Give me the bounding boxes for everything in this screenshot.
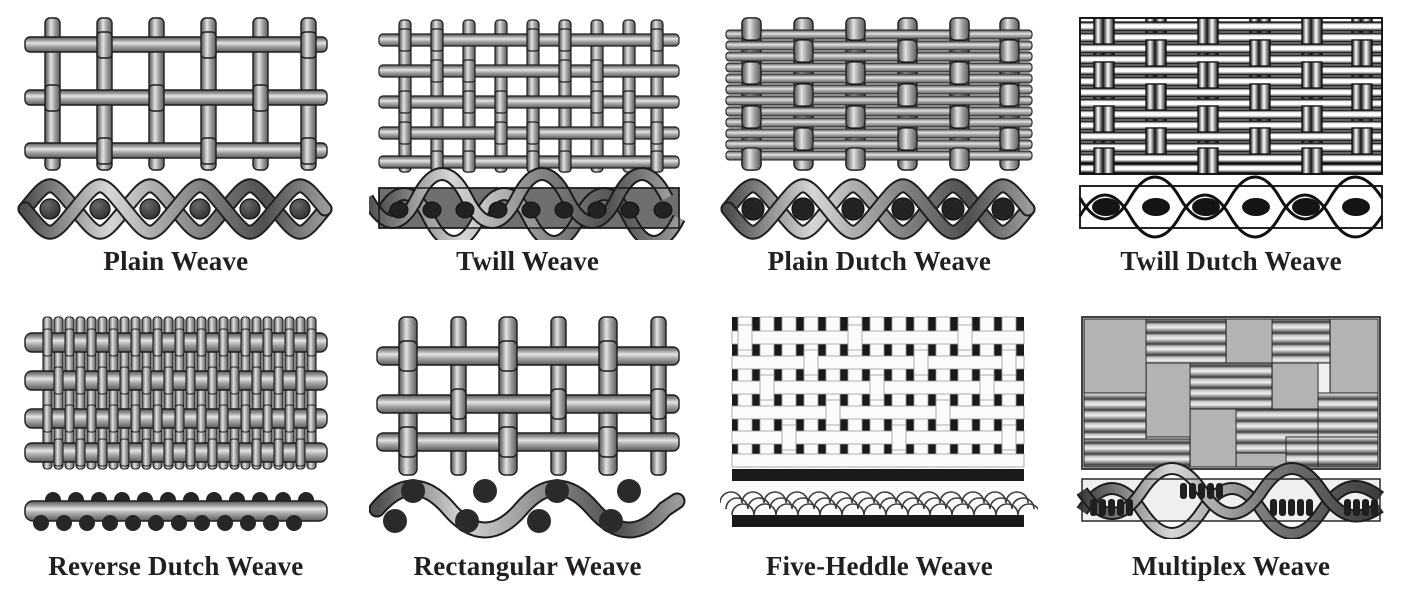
twill-weave-cross-section [368,167,685,240]
warp-wires-front [44,31,317,165]
weft-wires [1079,21,1383,174]
warp-wires-front [42,327,317,467]
warp-wires-front [737,324,1017,450]
rectangular-mesh [375,315,680,476]
reverse-dutch-weave-diagram [24,315,328,531]
panel-multiplex-weave: Multiplex Weave [1055,303,1407,605]
five-heddle-weave-diagram [720,316,1039,527]
panel-reverse-dutch-weave: Reverse Dutch Weave [0,303,352,605]
rectangular-cross-section [368,478,686,538]
multiplex-weave-diagram [1076,315,1385,539]
weft-wires [375,345,680,452]
weft-wires [731,330,1025,467]
five-heddle-mesh [731,316,1025,467]
basket-blocks [1083,318,1379,467]
plain-dutch-mesh [725,17,1033,171]
knuckles [382,478,641,533]
panel-twill-weave: Twill Weave [352,0,704,303]
plain-weave-cross-section [17,178,333,240]
multiplex-mesh [1081,315,1381,470]
knuckles [1092,198,1371,216]
panel-plain-dutch-weave: Plain Dutch Weave [704,0,1056,303]
strand-bundles [1090,482,1379,516]
reverse-dutch-mesh [24,315,328,470]
panel-label-rectangular-weave: Rectangular Weave [413,550,642,581]
panel-five-heddle-weave: Five-Heddle Weave [704,303,1056,605]
knuckles [741,197,1015,221]
panel-rectangular-weave: Rectangular Weave [352,303,704,605]
rectangular-weave-diagram [368,315,686,538]
plain-dutch-cross-section [720,178,1036,240]
panel-label-five-heddle-weave: Five-Heddle Weave [765,550,993,581]
plain-weave-mesh [24,17,328,171]
multiplex-cross-section [1076,461,1385,539]
warp-wires-front [741,17,1021,171]
twill-weave-mesh [378,19,680,173]
knuckles [389,201,673,219]
warp-wires-front [398,28,664,173]
panel-label-plain-weave: Plain Weave [103,246,249,276]
panel-label-twill-weave: Twill Weave [456,246,600,276]
panel-label-plain-dutch-weave: Plain Dutch Weave [767,246,992,276]
weft-wires [725,29,1033,161]
warp-wires-front [397,339,667,458]
panel-label-multiplex-weave: Multiplex Weave [1132,550,1331,581]
knuckles [39,198,311,220]
weft-wires [24,36,328,159]
plain-dutch-weave-diagram [720,17,1036,240]
twill-dutch-cross-section [1078,175,1384,239]
warp-wires-front [1093,17,1373,175]
twill-weave-diagram [368,19,685,240]
plain-weave-diagram [17,17,333,240]
knuckles-bottom [32,514,302,531]
five-heddle-cross-section [720,468,1039,527]
panel-twill-dutch-weave: Twill Dutch Weave [1055,0,1407,303]
twill-dutch-mesh [1079,17,1384,175]
twill-dutch-weave-diagram [1078,17,1384,239]
panel-label-twill-dutch-weave: Twill Dutch Weave [1120,246,1342,276]
panel-label-reverse-dutch-weave: Reverse Dutch Weave [48,550,304,581]
panel-plain-weave: Plain Weave [0,0,352,303]
reverse-dutch-cross-section [24,491,328,531]
